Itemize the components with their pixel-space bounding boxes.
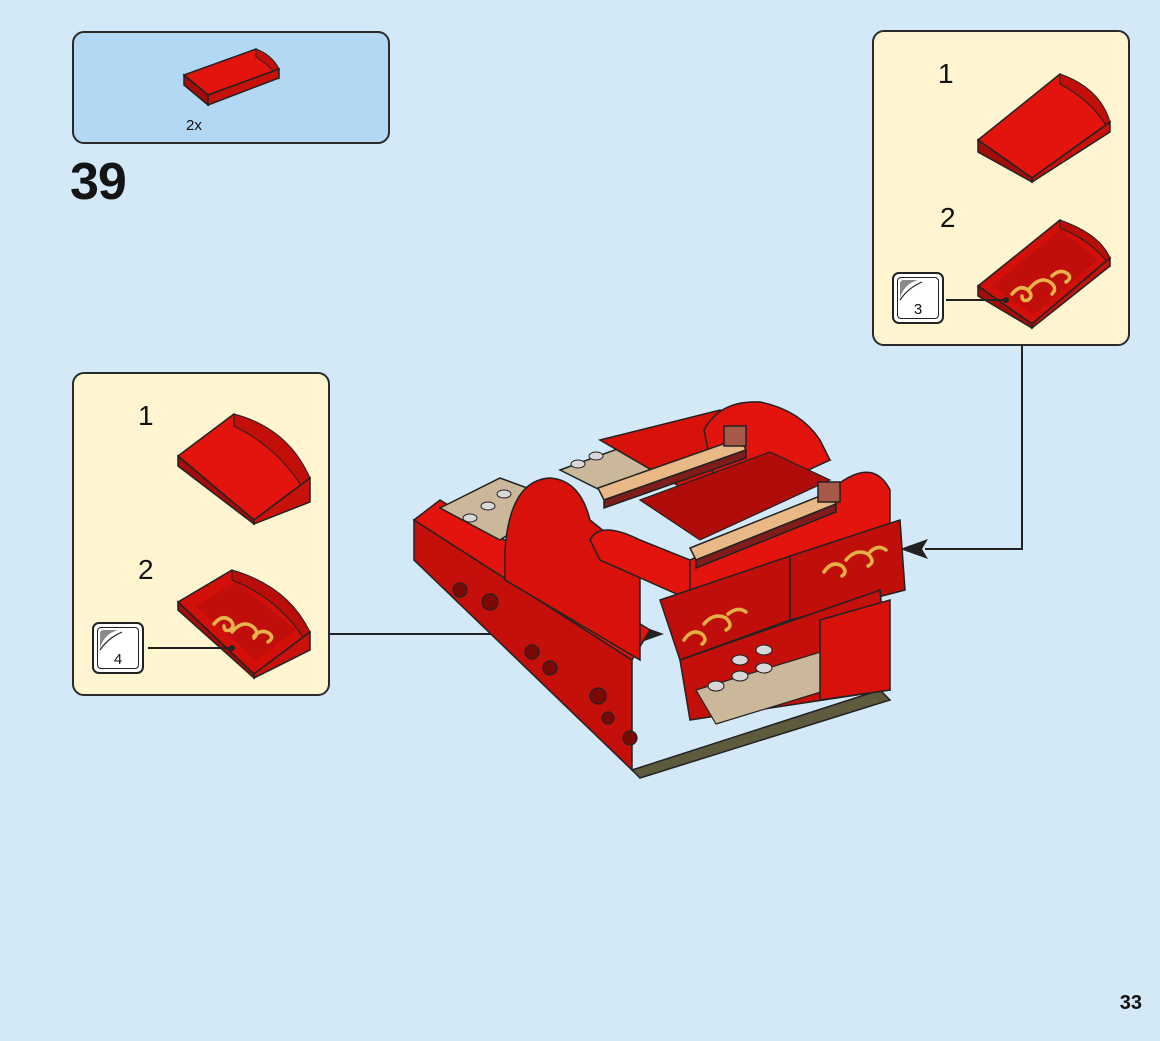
- red-curved-slope-icon: [148, 413, 312, 680]
- red-curved-slope-icon: [182, 48, 281, 107]
- placement-arrow-icon: [900, 346, 1023, 559]
- sticker-number: 3: [913, 301, 923, 318]
- substep-number-2: 2: [138, 554, 154, 585]
- sticker-reference: 4: [92, 622, 144, 674]
- substep-number-1: 1: [938, 58, 954, 89]
- part-quantity: 2x: [186, 117, 202, 134]
- subassembly-box-right: 1 2 3: [872, 30, 1130, 346]
- substep-number-1: 1: [138, 400, 154, 431]
- substep-number-2: 2: [940, 202, 956, 233]
- page-number: 33: [1119, 992, 1142, 1014]
- sticker-sheet-icon: [899, 280, 923, 301]
- red-curved-slope-icon: [946, 73, 1112, 330]
- sticker-number: 4: [113, 651, 123, 668]
- step-number: 39: [70, 153, 127, 211]
- sticker-reference: 3: [892, 272, 944, 324]
- sticker-sheet-icon: [99, 630, 123, 651]
- subassembly-box-left: 1 2 4: [72, 372, 330, 696]
- parts-list-box: 2x: [72, 31, 390, 144]
